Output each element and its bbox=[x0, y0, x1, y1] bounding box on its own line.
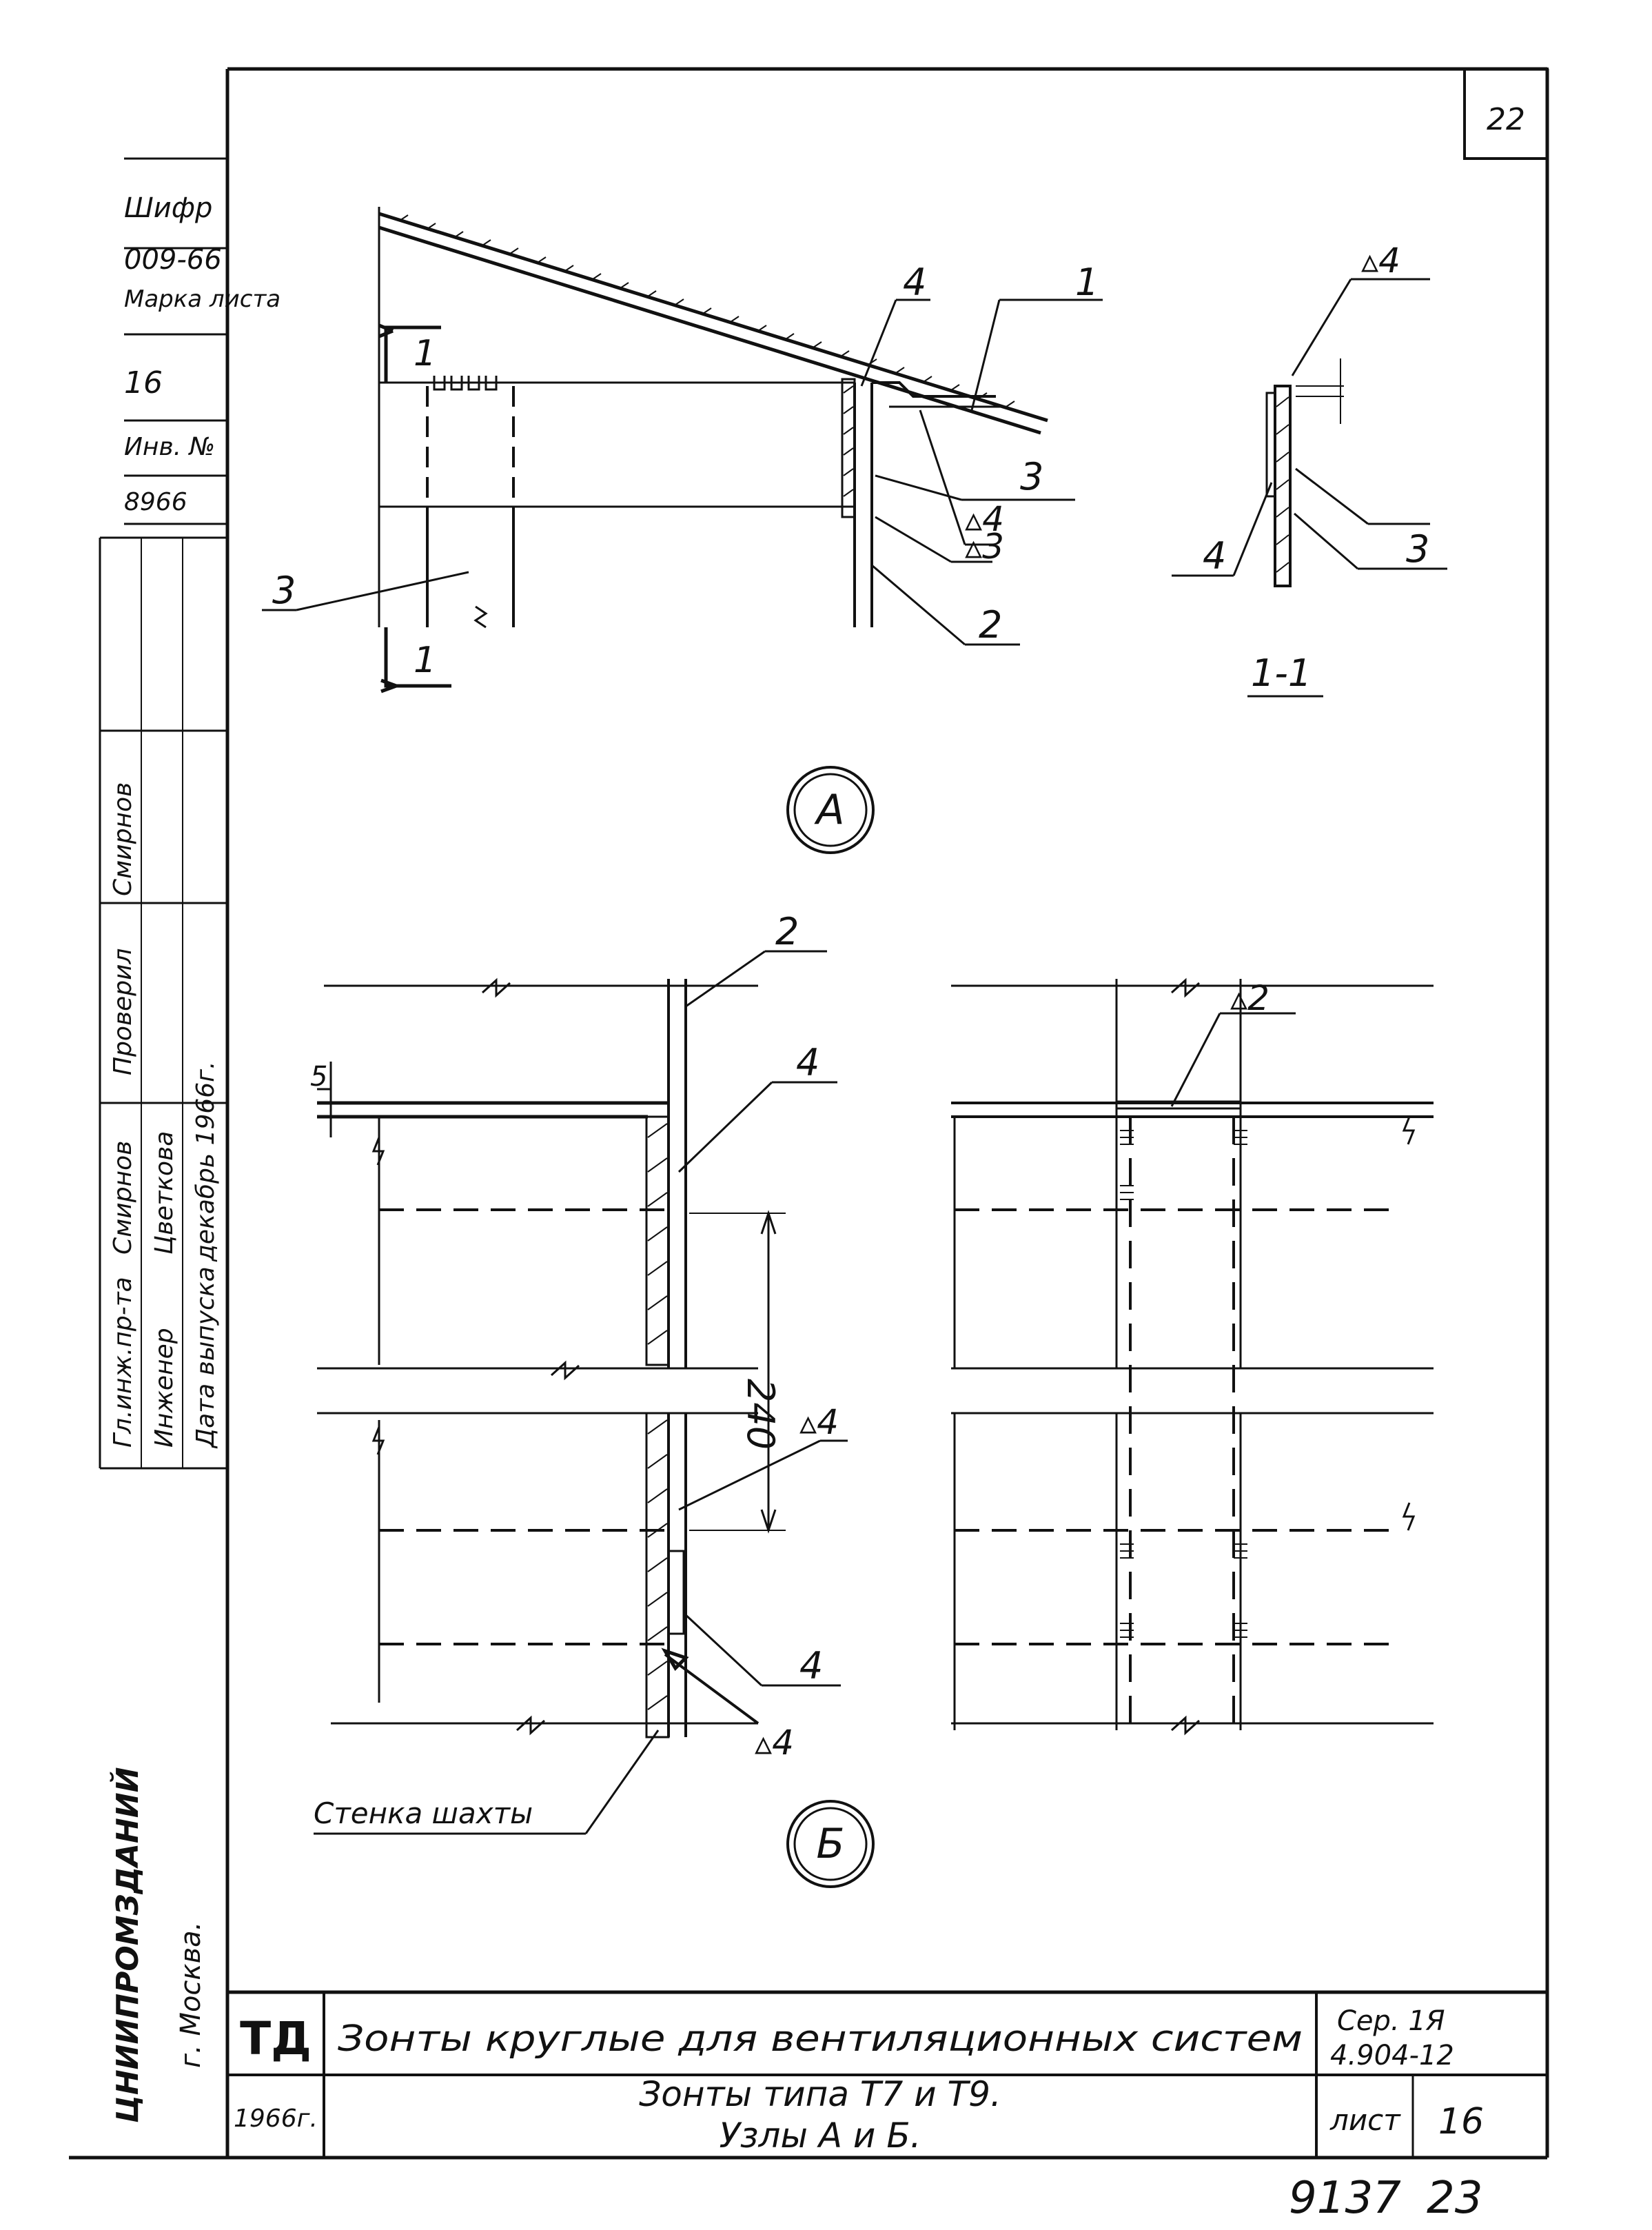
stamp-role-1: Гл.инж.пр-та bbox=[109, 1277, 137, 1448]
title-subtitle-1: Зонты типа Т7 и Т9. bbox=[639, 2074, 1001, 2114]
a-callout-2: 2 bbox=[979, 603, 1002, 647]
b-callout-2: 2 bbox=[775, 910, 799, 953]
stamp-org-city: г. Москва. bbox=[175, 1922, 207, 2068]
stamp-marka-label: Марка листа bbox=[124, 285, 281, 313]
title-block-frame bbox=[227, 1990, 1547, 2158]
stamp-checked-label: Проверил bbox=[109, 948, 137, 1075]
stamp-shifr-value: 009-66 bbox=[124, 244, 222, 276]
a-section-mark-bottom: 1 bbox=[414, 640, 436, 681]
node-b-label: Б bbox=[816, 1820, 844, 1868]
stamp-role-3: Дата выпуска bbox=[192, 1266, 220, 1449]
stamp-checked-name: Смирнов bbox=[109, 782, 137, 896]
stamp-name-2: Цветкова bbox=[150, 1131, 179, 1255]
a-callout-4: 4 bbox=[903, 261, 926, 304]
series-value: 4.904-12 bbox=[1330, 2040, 1454, 2071]
node-b-right-drawing bbox=[951, 977, 1434, 1736]
footer-number: 23 bbox=[1427, 2173, 1482, 2224]
section-weld-4: ▵4 bbox=[1361, 241, 1400, 281]
title-main: Зонты круглые для вентиляционных систем bbox=[338, 2018, 1303, 2060]
sheet-value: 16 bbox=[1438, 2101, 1484, 2142]
node-a-label: А bbox=[813, 786, 844, 834]
stamp-role-2: Инженер bbox=[150, 1328, 179, 1448]
a-section-mark-top: 1 bbox=[414, 333, 436, 374]
page-number: 22 bbox=[1487, 102, 1525, 137]
section-callout-4: 4 bbox=[1203, 534, 1226, 578]
sheet-label: лист bbox=[1329, 2103, 1401, 2137]
stamp-shifr-label: Шифр bbox=[124, 192, 212, 224]
stamp-inv-value: 8966 bbox=[124, 488, 187, 516]
series-label: Сер. 1Я bbox=[1337, 2005, 1445, 2037]
stamp-marka-value: 16 bbox=[124, 365, 163, 401]
b-callout-4-bottom: 4 bbox=[799, 1644, 823, 1687]
b-weld-4-bottom: ▵4 bbox=[755, 1723, 794, 1763]
dimension-240: 240 bbox=[739, 1379, 782, 1450]
left-stamp bbox=[99, 157, 227, 1470]
a-callout-1: 1 bbox=[1075, 261, 1099, 304]
title-subtitle-2: Узлы А и Б. bbox=[719, 2116, 921, 2156]
section-label: 1-1 bbox=[1251, 651, 1312, 695]
b-weld-4-mid: ▵4 bbox=[799, 1402, 839, 1442]
wall-label: Стенка шахты bbox=[314, 1796, 533, 1830]
a-callout-3: 3 bbox=[1020, 455, 1043, 498]
node-b-left-drawing bbox=[314, 950, 875, 1888]
b-callout-4-top: 4 bbox=[796, 1041, 819, 1084]
node-a-drawing bbox=[262, 207, 1103, 854]
title-logo: ТД bbox=[240, 2012, 312, 2065]
dimension-5: 5 bbox=[310, 1061, 327, 1093]
a-weld-3: ▵3 bbox=[965, 527, 1004, 567]
a-callout-3b: 3 bbox=[272, 569, 296, 612]
stamp-inv-label: Инв. № bbox=[124, 433, 215, 461]
stamp-org-name: ЦНИИПРОМЗДАНИЙ bbox=[109, 1767, 145, 2123]
stamp-name-1: Смирнов bbox=[109, 1141, 137, 1255]
sheet-frame bbox=[69, 67, 1549, 2160]
section-callout-3: 3 bbox=[1406, 527, 1429, 571]
section-1-1-drawing bbox=[1172, 278, 1447, 698]
a-weld-4: ▵4 bbox=[965, 499, 1004, 539]
title-year: 1966г. bbox=[234, 2105, 318, 2133]
b-right-weld-2: ▵2 bbox=[1230, 978, 1269, 1018]
stamp-name-3: декабрь 1966г. bbox=[192, 1061, 220, 1262]
footer-code: 9137 bbox=[1289, 2173, 1401, 2224]
